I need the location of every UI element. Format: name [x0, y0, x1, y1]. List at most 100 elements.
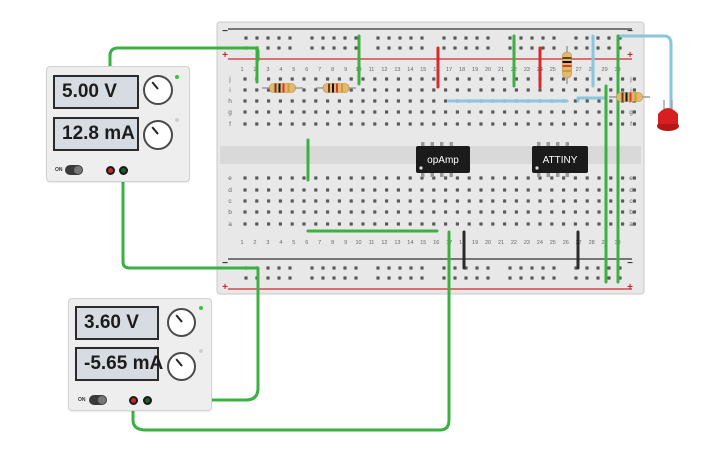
row-letter-left: e: [228, 175, 232, 182]
breadboard-hole: [503, 122, 507, 126]
breadboard-hole: [278, 77, 282, 81]
column-number-bottom: 1: [240, 240, 243, 246]
rail-hole: [310, 266, 314, 270]
breadboard-hole: [396, 77, 400, 81]
rail-hole: [596, 276, 600, 280]
breadboard-hole: [632, 176, 636, 180]
breadboard-hole: [373, 222, 377, 226]
breadboard-hole: [585, 99, 589, 103]
negative-terminal-top[interactable]: [106, 166, 115, 175]
current-knob-bottom[interactable]: [167, 352, 196, 381]
rail-hole: [321, 266, 325, 270]
breadboard-hole: [573, 88, 577, 92]
breadboard-hole: [373, 88, 377, 92]
breadboard-hole: [361, 110, 365, 114]
cv-indicator-top: [175, 75, 179, 79]
chip-opamp-pin: [449, 173, 453, 177]
power-switch-top[interactable]: [65, 165, 83, 175]
positive-terminal-top[interactable]: [119, 166, 128, 175]
rail-hole: [332, 266, 336, 270]
rail-hole: [398, 276, 402, 280]
breadboard-hole: [302, 110, 306, 114]
breadboard-hole: [609, 122, 613, 126]
chip-attiny: ATTINY: [532, 142, 588, 177]
chip-opamp-pin1-mark: [419, 166, 423, 170]
breadboard-hole: [326, 199, 330, 203]
voltage-knob-bottom[interactable]: [167, 308, 196, 337]
breadboard-hole: [526, 222, 530, 226]
breadboard-hole: [621, 122, 625, 126]
rail-hole: [585, 266, 589, 270]
breadboard-hole: [550, 199, 554, 203]
rail-hole: [530, 36, 534, 40]
breadboard-hole: [609, 176, 613, 180]
breadboard-hole: [467, 110, 471, 114]
breadboard-hole: [326, 110, 330, 114]
breadboard-hole: [491, 188, 495, 192]
breadboard-hole: [538, 188, 542, 192]
chip-opamp-pin: [440, 173, 444, 177]
breadboard-hole: [455, 88, 459, 92]
breadboard-hole: [467, 176, 471, 180]
rail-hole: [442, 46, 446, 50]
power-supply-top[interactable]: 5.00 V 12.8 mA ON: [46, 66, 190, 182]
breadboard-hole: [514, 176, 518, 180]
breadboard-hole: [432, 77, 436, 81]
breadboard-hole: [550, 176, 554, 180]
positive-terminal-bottom[interactable]: [143, 396, 152, 405]
rail-hole: [310, 36, 314, 40]
breadboard-hole: [326, 99, 330, 103]
breadboard-hole: [314, 210, 318, 214]
power-supply-bottom[interactable]: 3.60 V -5.65 mA ON: [68, 298, 212, 411]
rail-hole: [607, 276, 611, 280]
rail-hole: [398, 46, 402, 50]
rail-hole: [519, 36, 523, 40]
row-letter-right: a: [629, 221, 633, 228]
breadboard-hole: [491, 77, 495, 81]
rail-hole: [244, 276, 248, 280]
breadboard-hole: [632, 210, 636, 214]
negative-terminal-bottom[interactable]: [129, 396, 138, 405]
breadboard-hole: [503, 88, 507, 92]
breadboard-hole: [349, 176, 353, 180]
breadboard-hole: [408, 122, 412, 126]
breadboard-hole: [408, 110, 412, 114]
breadboard-hole: [467, 188, 471, 192]
chip-opamp-pin: [430, 173, 434, 177]
breadboard-hole: [491, 122, 495, 126]
breadboard-hole: [337, 110, 341, 114]
row-letter-right: d: [629, 187, 633, 194]
voltage-knob-top[interactable]: [143, 75, 173, 105]
resistor-3-band: [562, 61, 572, 63]
row-letter-left: h: [228, 98, 232, 105]
column-number-top: 12: [381, 67, 387, 73]
column-number-top: 9: [344, 67, 347, 73]
rail-hole: [541, 36, 545, 40]
column-number-bottom: 19: [472, 240, 478, 246]
rail-hole: [398, 36, 402, 40]
power-switch-bottom[interactable]: [89, 395, 107, 405]
current-display-bottom: -5.65 mA: [75, 347, 163, 381]
column-number-bottom: 13: [394, 240, 400, 246]
breadboard-hole: [573, 210, 577, 214]
breadboard-hole: [491, 88, 495, 92]
breadboard-hole: [444, 210, 448, 214]
breadboard-hole: [385, 110, 389, 114]
column-number-top: 23: [524, 67, 530, 73]
rail-hole: [387, 46, 391, 50]
power-switch-label-bottom: ON: [78, 397, 86, 403]
breadboard-hole: [337, 77, 341, 81]
breadboard-hole: [467, 199, 471, 203]
wire-psu-top-ground: [121, 167, 258, 270]
breadboard-hole: [373, 77, 377, 81]
rail-hole: [288, 36, 292, 40]
breadboard-hole: [562, 199, 566, 203]
breadboard-hole: [479, 110, 483, 114]
breadboard-hole: [396, 210, 400, 214]
breadboard-hole: [621, 188, 625, 192]
rail-hole: [530, 46, 534, 50]
rail-hole: [453, 276, 457, 280]
current-knob-top[interactable]: [143, 120, 173, 150]
breadboard-hole: [573, 199, 577, 203]
